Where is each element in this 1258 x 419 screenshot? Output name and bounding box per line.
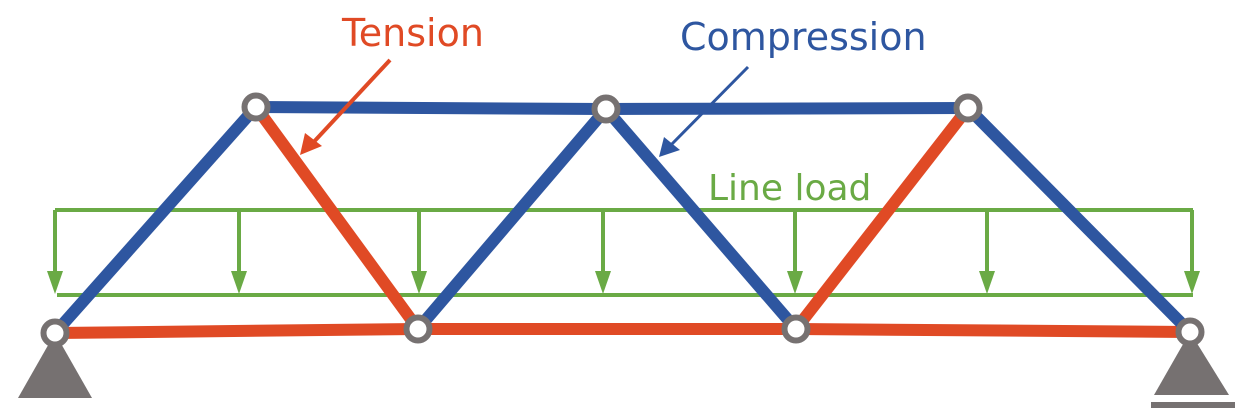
member-diagonal-4 (791, 104, 973, 333)
member-diagonal-2 (413, 105, 611, 333)
line-load-group (47, 208, 1200, 297)
supports-group (18, 332, 1235, 408)
tension-leader-arrow (308, 58, 392, 148)
compression-arrowhead-icon (659, 137, 680, 157)
member-bottom-chord-3 (795, 323, 1191, 338)
member-end-post-right (963, 103, 1195, 337)
joint-node-t0 (241, 92, 271, 122)
load-arrowhead-icon (1184, 271, 1200, 294)
annotations-group (300, 58, 750, 157)
member-top-chord-2 (605, 102, 969, 115)
load-arrowhead-icon (595, 271, 611, 294)
compression-leader-arrow (666, 65, 750, 150)
member-diagonal-3 (601, 105, 801, 333)
joint-node-b1 (403, 314, 433, 344)
joint-node-t1 (591, 94, 621, 124)
tension-label: Tension (341, 11, 484, 55)
member-bottom-chord-1 (54, 323, 419, 339)
truss-members-group (50, 101, 1195, 339)
line-load-label: Line load (708, 168, 871, 209)
joint-node-t2 (953, 93, 983, 123)
load-arrowhead-icon (787, 271, 803, 294)
joint-node-b3 (1175, 317, 1205, 347)
load-arrowhead-icon (979, 271, 995, 294)
pinned-support-icon (18, 333, 92, 398)
roller-support-base (1151, 402, 1235, 408)
member-end-post-left (50, 103, 261, 337)
roller-support-icon (1154, 332, 1229, 395)
compression-label: Compression (680, 15, 927, 59)
load-arrowhead-icon (47, 271, 63, 294)
member-top-chord-1 (255, 101, 607, 115)
member-diagonal-1 (251, 103, 423, 333)
tension-arrowhead-icon (300, 133, 322, 155)
joint-node-b0 (40, 318, 70, 348)
truss-nodes-group (40, 92, 1205, 348)
load-arrowhead-icon (411, 271, 427, 294)
load-arrowhead-icon (231, 271, 247, 294)
joint-node-b2 (781, 314, 811, 344)
